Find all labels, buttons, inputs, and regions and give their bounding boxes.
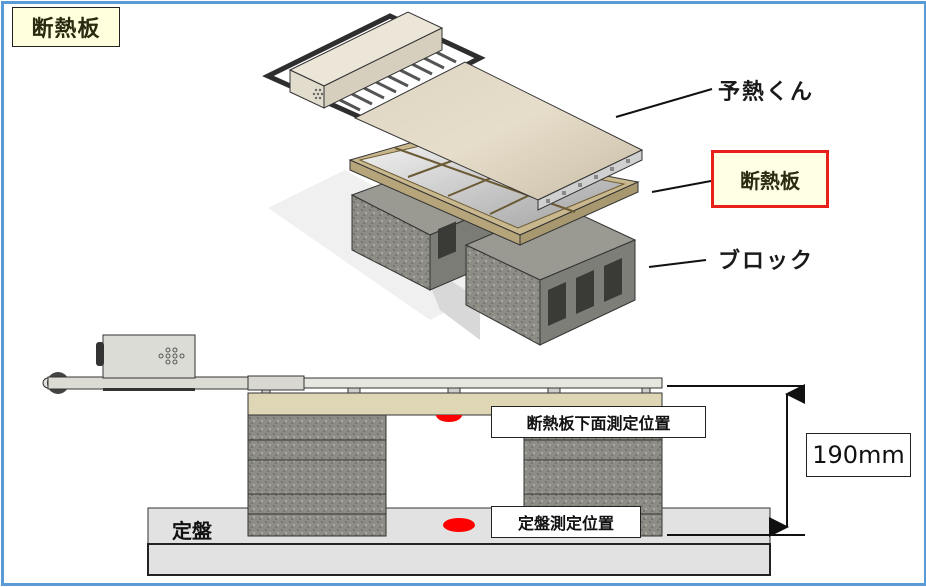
iso-preheater <box>262 11 644 211</box>
measure-point-platen <box>443 518 475 532</box>
dimension-value: 190mm <box>806 433 911 477</box>
leader-preheater <box>615 88 713 118</box>
iso-block-front <box>464 204 637 346</box>
side-preheater <box>42 334 663 394</box>
label-insulation-board-highlight: 断熱板 <box>711 150 829 208</box>
label-platen: 定盤 <box>172 519 212 543</box>
side-block-left <box>247 413 387 537</box>
callout-platen-measure: 定盤測定位置 <box>491 506 641 538</box>
label-preheater: 予熱くん <box>718 79 815 105</box>
callout-board-bottom-measure: 断熱板下面測定位置 <box>491 406 706 438</box>
label-block: ブロック <box>718 248 815 274</box>
title-label: 断熱板 <box>12 7 120 47</box>
leader-insulation-board <box>651 180 712 193</box>
leader-block <box>648 259 707 268</box>
measure-point-board-bottom <box>436 415 462 422</box>
iso-insulation-board <box>348 139 640 246</box>
